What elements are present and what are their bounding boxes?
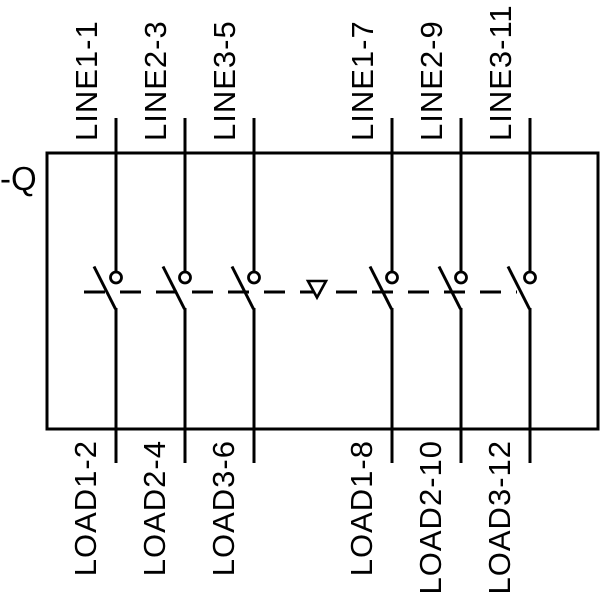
- switch-blade: [506, 265, 531, 310]
- switch-pole-2: LINE2-3 LOAD2-4: [137, 20, 192, 576]
- contact-circle-icon: [178, 270, 192, 285]
- switch-pole-3: LINE3-5 LOAD3-6: [206, 20, 261, 576]
- load-terminal-label: LOAD1-8: [344, 440, 379, 576]
- line-terminal-label: LINE1-1: [69, 20, 104, 141]
- load-terminal-label: LOAD3-6: [206, 440, 241, 576]
- switch-blade: [230, 265, 255, 310]
- contact-circle-icon: [454, 270, 468, 285]
- line-terminal-label: LINE1-7: [345, 20, 380, 141]
- switch-pole-1: LINE1-1 LOAD1-2: [68, 20, 123, 576]
- switch-blade: [368, 265, 393, 310]
- linkage-direction-triangle-icon: [305, 279, 329, 301]
- contact-circle-icon: [385, 270, 399, 285]
- switch-pole-6: LINE3-11 LOAD3-12: [482, 4, 537, 594]
- load-terminal-label: LOAD3-12: [482, 440, 517, 594]
- load-terminal-label: LOAD1-2: [68, 440, 103, 576]
- load-terminal-label: LOAD2-10: [413, 440, 448, 594]
- contact-circle-icon: [247, 270, 261, 285]
- switch-blade: [92, 265, 117, 310]
- load-terminal-label: LOAD2-4: [137, 440, 172, 576]
- contact-circle-icon: [523, 270, 537, 285]
- line-terminal-label: LINE3-5: [207, 20, 242, 141]
- line-terminal-label: LINE2-3: [138, 20, 173, 141]
- contact-circle-icon: [109, 270, 123, 285]
- switch-pole-5: LINE2-9 LOAD2-10: [413, 20, 468, 594]
- switch-blade: [161, 265, 186, 310]
- switch-blade: [437, 265, 462, 310]
- line-terminal-label: LINE3-11: [483, 4, 518, 141]
- device-enclosure-box: [45, 151, 600, 431]
- device-label: -Q: [0, 160, 37, 197]
- switch-pole-4: LINE1-7 LOAD1-8: [344, 20, 399, 576]
- line-terminal-label: LINE2-9: [414, 20, 449, 141]
